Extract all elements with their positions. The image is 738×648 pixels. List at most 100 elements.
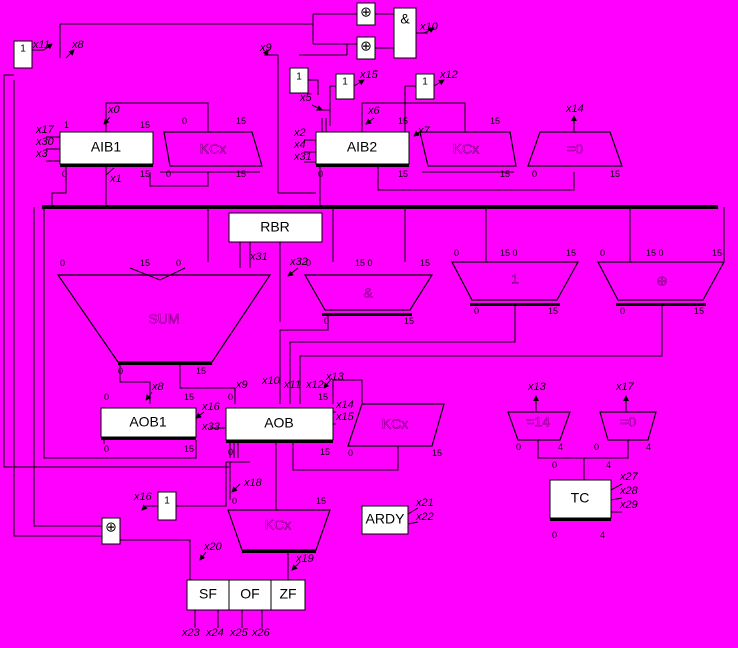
svg-text:0: 0 (532, 169, 537, 179)
signal-x22: x22 (415, 511, 434, 523)
sf-label: SF (199, 586, 217, 602)
aob1-label: AOB1 (129, 414, 167, 430)
svg-text:0: 0 (104, 444, 109, 454)
xor-unit-label: ⊕ (656, 273, 668, 289)
signal-x5: x5 (299, 92, 313, 104)
svg-text:15: 15 (236, 169, 246, 179)
svg-text:15: 15 (318, 392, 328, 402)
aib1-bit-end: 15 (140, 120, 150, 130)
signal-x23: x23 (181, 627, 201, 639)
signal-x31-aib2: x31 (293, 151, 312, 163)
svg-text:4: 4 (606, 460, 611, 470)
aob-label: AOB (264, 415, 294, 431)
signal-x12-top: x12 (439, 69, 458, 81)
kcx-unit-1-label: KCx (200, 141, 226, 157)
of-label: OF (240, 586, 259, 602)
svg-text:15 0: 15 0 (355, 258, 373, 268)
svg-text:0: 0 (552, 460, 557, 470)
eq14-label: =14 (526, 414, 550, 430)
svg-text:15: 15 (316, 496, 326, 506)
xor-gate-bottom (101, 517, 121, 545)
signal-x24: x24 (205, 627, 224, 639)
svg-text:15: 15 (404, 316, 414, 326)
svg-text:15: 15 (196, 366, 206, 376)
svg-text:0: 0 (118, 366, 123, 376)
signal-x25: x25 (229, 627, 249, 639)
svg-text:1: 1 (296, 72, 302, 83)
svg-text:0: 0 (454, 248, 459, 258)
svg-text:15: 15 (420, 258, 430, 268)
aib1-label: AIB1 (91, 139, 122, 155)
svg-text:1: 1 (342, 77, 348, 88)
signal-x28: x28 (619, 485, 639, 497)
signal-x8-aob1: x8 (151, 381, 165, 393)
not-gate-x11 (13, 40, 33, 69)
signal-x20: x20 (203, 541, 223, 553)
svg-text:15: 15 (140, 258, 150, 268)
aib1-out-bit-start: 0 (62, 169, 67, 179)
svg-text:0: 0 (232, 496, 237, 506)
kcx-unit-3-label: KCx (382, 416, 408, 432)
signal-x2: x2 (293, 127, 306, 139)
svg-text:15: 15 (184, 444, 194, 454)
signal-x13-aob: x13 (325, 371, 345, 383)
svg-text:15: 15 (610, 169, 620, 179)
signal-x29: x29 (619, 499, 638, 511)
kcx-unit-3 (347, 403, 445, 447)
signal-x10-aob: x10 (261, 375, 281, 387)
signal-x16-bottom: x16 (133, 491, 153, 503)
svg-text:15: 15 (712, 248, 722, 258)
xor-gate-mid-symbol: ⊕ (360, 38, 372, 54)
signal-x4: x4 (293, 139, 306, 151)
ardy-label: ARDY (366, 511, 406, 527)
svg-text:15: 15 (398, 169, 408, 179)
signal-x30-left: x30 (35, 136, 55, 148)
signal-x1: x1 (109, 173, 122, 185)
svg-text:0: 0 (104, 392, 109, 402)
signal-x32: x32 (289, 256, 308, 268)
signal-x26: x26 (251, 627, 271, 639)
svg-text:15: 15 (694, 306, 704, 316)
signal-x33: x33 (201, 421, 221, 433)
svg-text:0: 0 (620, 306, 625, 316)
signal-x9-aob: x9 (235, 379, 248, 391)
zero-detect-bottom (599, 411, 657, 441)
aib1-bit-start: 1 (64, 120, 69, 130)
svg-text:0: 0 (182, 116, 187, 126)
signal-x17: x17 (35, 124, 55, 136)
svg-text:0: 0 (348, 448, 353, 458)
signal-x15: x15 (359, 69, 379, 81)
signal-x10: x10 (419, 21, 439, 33)
ardy-register (361, 505, 409, 535)
zf-label: ZF (279, 586, 296, 602)
signal-x14-top: x14 (565, 103, 584, 115)
aib1-register (59, 131, 154, 165)
signal-x18: x18 (243, 477, 263, 489)
signal-x15-aob: x15 (335, 411, 355, 423)
svg-text:0: 0 (166, 169, 171, 179)
tc-label: TC (571, 490, 590, 506)
sum-label: SUM (148, 311, 179, 327)
kcx-unit-1 (163, 131, 263, 167)
svg-text:0: 0 (176, 258, 181, 268)
signal-x16-aob1: x16 (201, 401, 221, 413)
one-unit-label: 1 (511, 271, 519, 287)
svg-text:15: 15 (490, 116, 500, 126)
signal-x27: x27 (619, 471, 639, 483)
signal-x31: x31 (249, 251, 268, 263)
signal-x9: x9 (259, 42, 272, 54)
aob-register (225, 407, 334, 441)
signal-x11: x11 (32, 39, 50, 51)
svg-text:0: 0 (594, 442, 599, 452)
kcx-unit-2-label: KCx (453, 141, 479, 157)
svg-text:0: 0 (306, 258, 311, 268)
svg-text:15: 15 (500, 169, 510, 179)
signal-x17-zero: x17 (615, 381, 635, 393)
zf-flag (270, 579, 306, 611)
xor-gate-top-symbol: ⊕ (360, 4, 372, 20)
svg-text:0: 0 (228, 447, 233, 457)
svg-text:⊕: ⊕ (105, 519, 117, 535)
xor-unit (597, 261, 726, 301)
svg-text:0: 0 (600, 248, 605, 258)
